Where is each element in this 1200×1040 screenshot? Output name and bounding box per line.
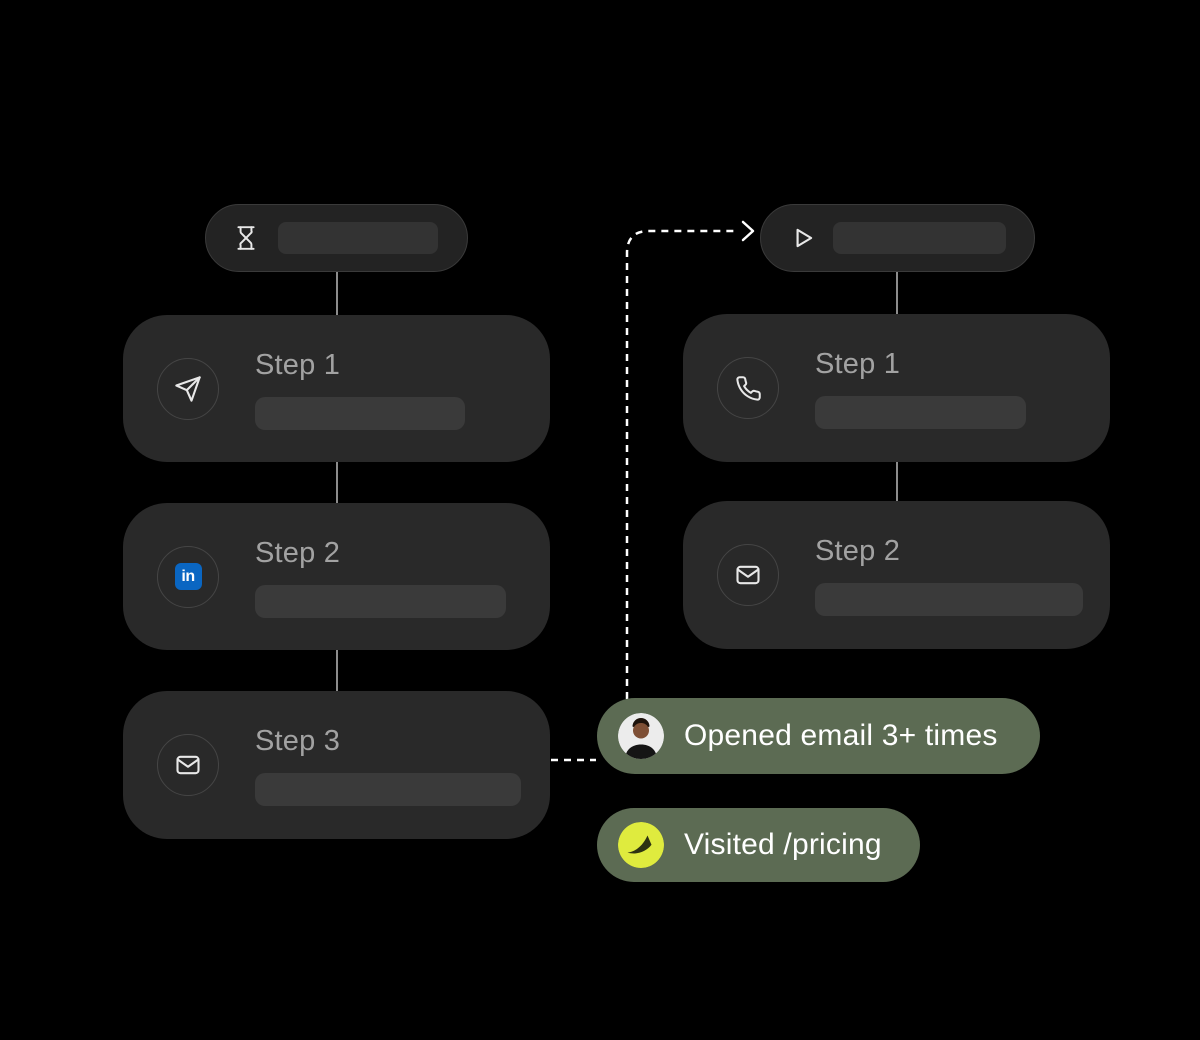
step-label: Step 2	[815, 535, 901, 567]
placeholder-bar	[255, 397, 465, 430]
badge-label: Visited /pricing	[684, 828, 882, 861]
arrowhead-icon	[741, 220, 755, 242]
step-card-email[interactable]: Step 2	[683, 501, 1110, 649]
envelope-icon	[717, 544, 779, 606]
play-icon	[789, 224, 817, 252]
placeholder-bar	[278, 222, 438, 254]
condition-badge-visited-pricing[interactable]: Visited /pricing	[597, 808, 920, 882]
step-card-call[interactable]: Step 1	[683, 314, 1110, 462]
connector-line	[896, 271, 898, 314]
send-icon	[157, 357, 219, 420]
envelope-icon	[157, 734, 219, 796]
connector-line	[336, 462, 338, 504]
connector-line	[896, 460, 898, 502]
placeholder-bar	[255, 585, 506, 618]
step-label: Step 2	[255, 537, 341, 569]
condition-badge-opened-email[interactable]: Opened email 3+ times	[597, 698, 1040, 774]
step-label: Step 3	[255, 725, 341, 757]
trigger-pill-start[interactable]	[760, 204, 1035, 272]
placeholder-bar	[255, 773, 521, 806]
linkedin-icon: in	[157, 545, 219, 608]
step-card-send[interactable]: Step 1	[123, 315, 550, 462]
hourglass-icon	[232, 224, 260, 252]
step-label: Step 1	[815, 348, 901, 380]
brand-logo-icon	[618, 822, 664, 868]
badge-label: Opened email 3+ times	[684, 719, 998, 752]
linkedin-icon-label: in	[181, 567, 195, 585]
step-label: Step 1	[255, 349, 341, 381]
avatar	[618, 713, 664, 759]
phone-icon	[717, 357, 779, 419]
connector-line	[336, 650, 338, 691]
step-card-email[interactable]: Step 3	[123, 691, 550, 839]
placeholder-bar	[815, 396, 1026, 429]
trigger-pill-wait[interactable]	[205, 204, 468, 272]
placeholder-bar	[833, 222, 1006, 254]
step-card-linkedin[interactable]: in Step 2	[123, 503, 550, 650]
connector-line	[336, 271, 338, 316]
placeholder-bar	[815, 583, 1083, 616]
